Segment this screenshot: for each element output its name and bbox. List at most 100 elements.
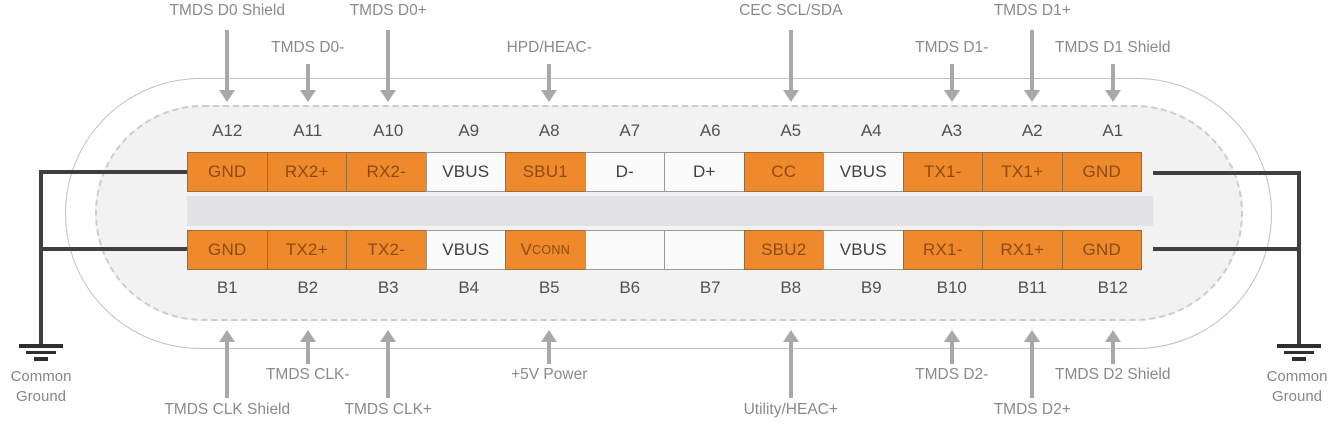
callout-label-tmds-clk: TMDS CLK-	[265, 366, 350, 383]
pin-number-a3: A3	[941, 121, 963, 140]
callout-arrow-tmds-d0	[305, 64, 310, 90]
pin-number-a12: A12	[212, 121, 243, 140]
pin-number-a2: A2	[1021, 121, 1043, 140]
callout-label-hpd-heac: HPD/HEAC-	[506, 39, 592, 56]
callout-label-tmds-d0-shield: TMDS D0 Shield	[169, 2, 285, 19]
callout-label-tmds-d0: TMDS D0-	[271, 39, 345, 56]
pin-number-b9: B9	[860, 278, 882, 297]
pin-number-a10: A10	[373, 121, 404, 140]
callout-label-tmds-d2: TMDS D2-	[915, 366, 989, 383]
pin-cell-a7: D-	[584, 152, 665, 192]
arrowhead-tmds-d1	[1024, 90, 1041, 102]
arrowhead-tmds-d0-shield	[219, 90, 236, 102]
arrowhead-tmds-d2	[1024, 330, 1041, 342]
callout-arrow-tmds-d2-shield	[1110, 342, 1115, 364]
callout-arrow-tmds-clk	[305, 342, 310, 364]
ground-wire-right-bottom	[1153, 247, 1301, 251]
callout-arrow-utility-heac	[788, 342, 793, 398]
pin-cell-b12: GND	[1061, 230, 1142, 270]
callout-arrow-tmds-d1	[1030, 30, 1035, 90]
callout-arrow-tmds-d2	[1030, 342, 1035, 398]
pin-number-a1: A1	[1102, 121, 1124, 140]
pin-number-b8: B8	[780, 278, 802, 297]
callout-arrow-tmds-d2	[949, 342, 954, 364]
callout-arrow-tmds-d1	[949, 64, 954, 90]
pin-number-a5: A5	[780, 121, 802, 140]
callout-label-tmds-d2-shield: TMDS D2 Shield	[1055, 366, 1171, 383]
callout-label-tmds-d1: TMDS D1-	[915, 39, 989, 56]
pin-cell-a10: RX2-	[346, 152, 427, 192]
pin-cell-b9: VBUS	[823, 230, 904, 270]
pin-cell-b10: RX1-	[902, 230, 983, 270]
callout-label-tmds-d0: TMDS D0+	[349, 2, 427, 19]
pin-number-b1: B1	[216, 278, 238, 297]
callout-arrow-tmds-d1-shield	[1110, 64, 1115, 90]
arrowhead-tmds-d0	[380, 90, 397, 102]
pin-cell-a2: TX1+	[982, 152, 1063, 192]
arrowhead-5v-power	[541, 330, 558, 342]
pin-cell-a8: SBU1	[505, 152, 586, 192]
pin-cell-a9: VBUS	[425, 152, 506, 192]
pin-number-b5: B5	[538, 278, 560, 297]
pin-number-a11: A11	[293, 121, 323, 140]
pin-cell-a1: GND	[1061, 152, 1142, 192]
arrowhead-tmds-clk	[380, 330, 397, 342]
ground-wire-right-top	[1153, 171, 1301, 175]
callout-label-tmds-d1-shield: TMDS D1 Shield	[1055, 39, 1171, 56]
callout-arrow-tmds-d0-shield	[225, 30, 230, 90]
pin-number-b7: B7	[699, 278, 721, 297]
callout-label-tmds-clk: TMDS CLK+	[344, 401, 432, 418]
pin-cell-b3: TX2-	[346, 230, 427, 270]
arrowhead-tmds-clk	[299, 330, 316, 342]
pin-number-b3: B3	[377, 278, 399, 297]
callout-arrow-tmds-clk	[386, 342, 391, 398]
callout-arrow-hpd-heac	[547, 64, 552, 90]
arrowhead-tmds-d2-shield	[1104, 330, 1121, 342]
callout-arrow-tmds-clk-shield	[225, 342, 230, 398]
ground-wire-left-top	[40, 170, 187, 174]
pin-cell-a12: GND	[187, 152, 268, 192]
arrowhead-utility-heac	[782, 330, 799, 342]
arrowhead-hpd-heac	[541, 90, 558, 102]
pin-cell-a3: TX1-	[902, 152, 983, 192]
arrowhead-tmds-d0	[299, 90, 316, 102]
arrowhead-tmds-clk-shield	[219, 330, 236, 342]
pin-cell-b1: GND	[187, 230, 268, 270]
pin-cell-b8: SBU2	[743, 230, 824, 270]
pin-number-a7: A7	[619, 121, 641, 140]
callout-label-utility-heac: Utility/HEAC+	[743, 401, 838, 418]
pin-number-a4: A4	[860, 121, 882, 140]
pin-cell-b7	[664, 230, 745, 270]
arrowhead-tmds-d1	[943, 90, 960, 102]
callout-label-tmds-clk-shield: TMDS CLK Shield	[164, 401, 291, 418]
arrowhead-tmds-d2	[943, 330, 960, 342]
ground-wire-left-vertical	[39, 170, 43, 345]
common-ground-label-left: Common Ground	[10, 368, 72, 405]
ground-wire-left-bottom	[40, 247, 187, 251]
ground-wire-right-vertical	[1297, 171, 1301, 345]
pin-number-row-a: A12 A11 A10 A9 A8 A7 A6 A5 A4 A3 A2 A1	[187, 121, 1153, 141]
pin-cell-a6: D+	[664, 152, 745, 192]
pin-number-a9: A9	[458, 121, 480, 140]
pin-cell-a11: RX2+	[266, 152, 347, 192]
callout-arrow-tmds-d0	[386, 30, 391, 90]
callout-label-tmds-d1: TMDS D1+	[993, 2, 1071, 19]
pin-number-a6: A6	[699, 121, 721, 140]
callout-label-cec-scl-sda: CEC SCL/SDA	[739, 2, 843, 19]
common-ground-label-right: Common Ground	[1266, 368, 1328, 405]
pin-cell-b11: RX1+	[982, 230, 1063, 270]
pin-number-b10: B10	[936, 278, 967, 297]
callout-label-tmds-d2: TMDS D2+	[993, 401, 1071, 418]
pin-number-a8: A8	[538, 121, 560, 140]
pin-number-b12: B12	[1097, 278, 1128, 297]
pin-cell-b2: TX2+	[266, 230, 347, 270]
arrowhead-tmds-d1-shield	[1104, 90, 1121, 102]
pin-number-b2: B2	[297, 278, 319, 297]
pin-cell-b6	[584, 230, 665, 270]
connector-tongue	[187, 196, 1153, 226]
pin-number-b6: B6	[619, 278, 641, 297]
